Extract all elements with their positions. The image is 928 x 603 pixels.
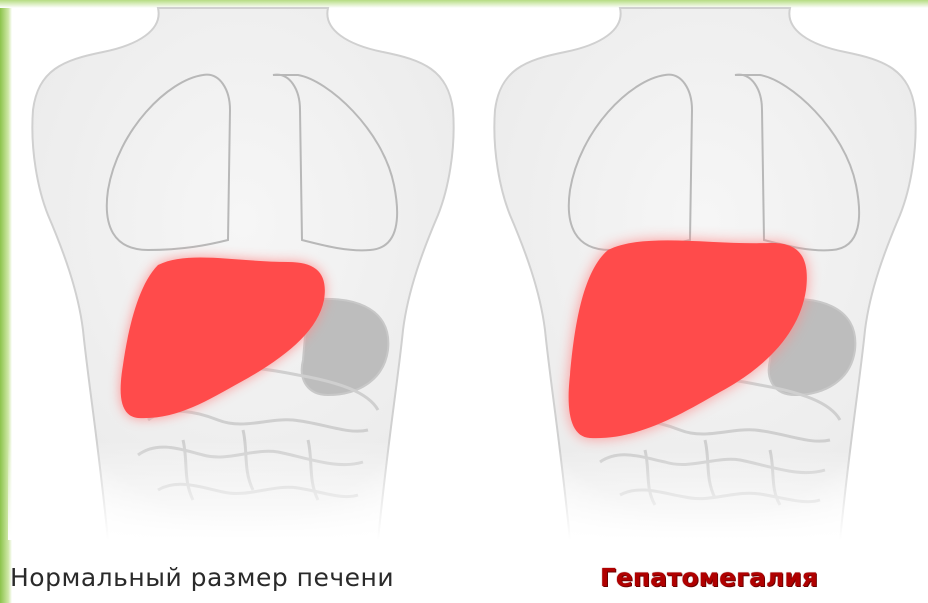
torso-diagram-normal xyxy=(8,0,463,540)
caption-normal-liver-size: Нормальный размер печени xyxy=(10,558,394,598)
hepatomegaly-illustration xyxy=(470,0,925,540)
torso-diagram-hepatomegaly xyxy=(470,0,925,540)
caption-hepatomegaly: Гепатомегалия xyxy=(600,558,818,598)
normal-liver-illustration xyxy=(8,0,463,540)
